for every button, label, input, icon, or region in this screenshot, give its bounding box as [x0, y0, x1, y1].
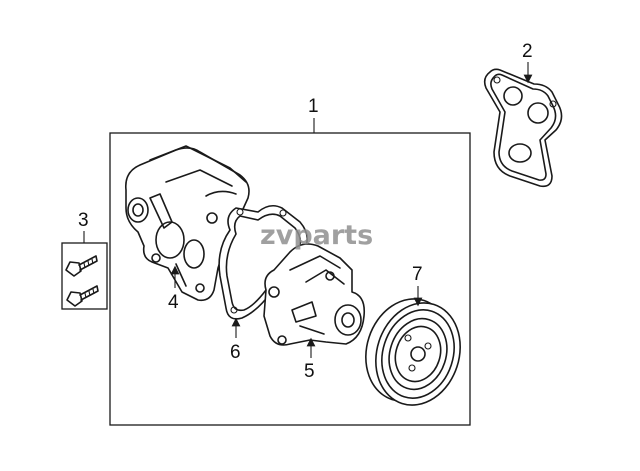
pump-housing-4 [124, 145, 250, 302]
gasket-2 [483, 68, 563, 188]
water-pump-5 [263, 243, 366, 346]
bolt-upper [65, 255, 98, 277]
assembly-frame-1 [109, 132, 471, 426]
callout-5: 5 [304, 361, 315, 382]
callout-1: 1 [308, 96, 319, 117]
callout-4: 4 [168, 292, 179, 313]
pulley-7 [365, 298, 461, 406]
watermark: zvparts [260, 220, 373, 251]
callout-7: 7 [412, 264, 423, 285]
callout-3: 3 [78, 210, 89, 231]
bolt-lower [66, 285, 99, 307]
callout-6: 6 [230, 342, 241, 363]
callout-2: 2 [522, 41, 533, 62]
